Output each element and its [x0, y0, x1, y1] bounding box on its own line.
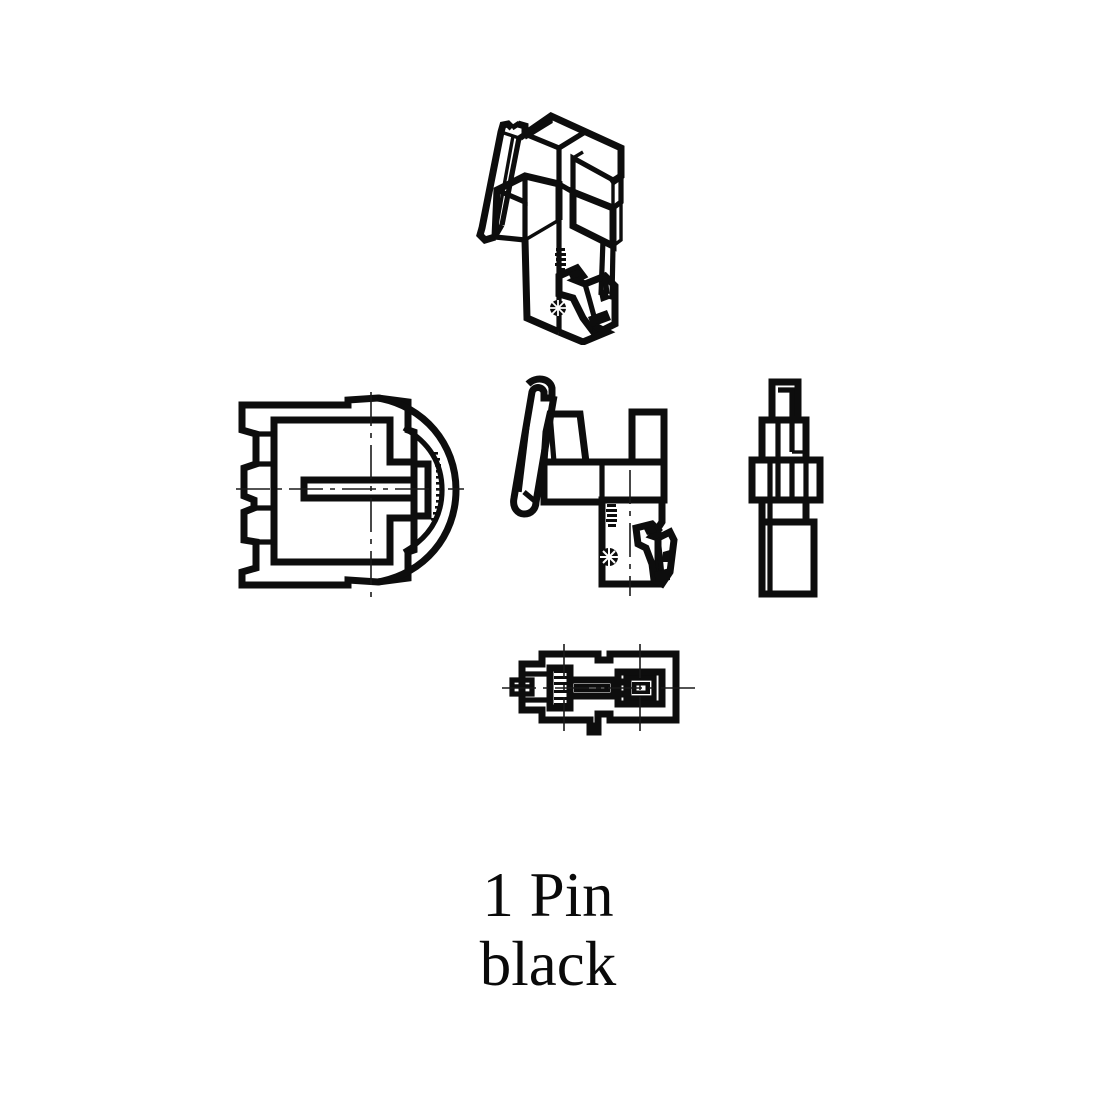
mold-text-mark	[555, 248, 566, 271]
caption-line-1: 1 Pin	[482, 860, 614, 930]
isometric-view	[476, 111, 625, 345]
bottom-view	[502, 644, 702, 736]
caption-line-2: black	[479, 929, 617, 999]
mold-text-mark	[606, 504, 617, 527]
mold-dot-mark	[550, 300, 566, 316]
side-view	[510, 375, 678, 596]
mold-dot-mark	[600, 548, 618, 566]
front-view	[236, 392, 464, 598]
end-view	[748, 378, 824, 598]
